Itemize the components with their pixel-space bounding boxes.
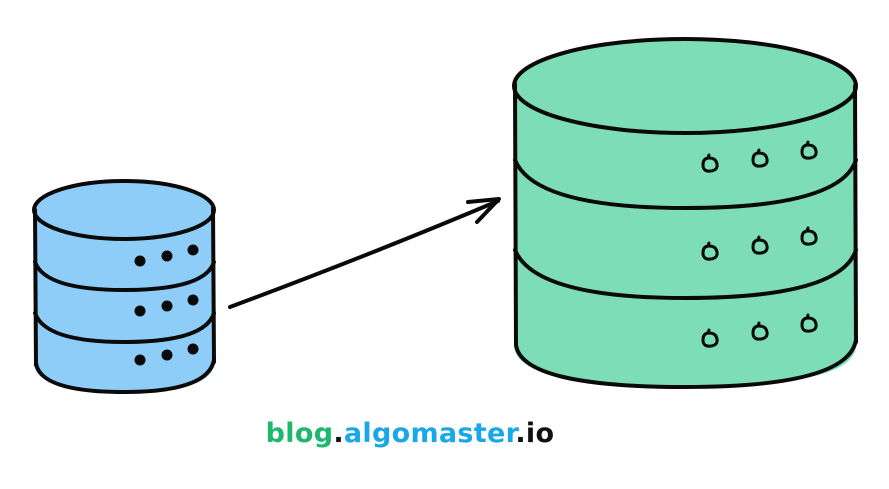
indicator-lights-small-layer-3: [134, 343, 199, 366]
large-database-icon: [512, 37, 858, 389]
indicator-lights-large-layer-1: [701, 140, 818, 173]
indicator-lights-large-layer-2: [701, 226, 818, 261]
indicator-lights-large-layer-3: [701, 313, 818, 348]
arrow-icon: [228, 197, 501, 309]
watermark-dot-1: .: [333, 418, 344, 449]
watermark: blog.algomaster.io: [0, 418, 820, 449]
indicator-lights-small-layer-1: [134, 244, 199, 267]
watermark-part-io: io: [525, 418, 555, 449]
small-database-icon: [32, 179, 216, 394]
watermark-dot-2: .: [515, 418, 526, 449]
watermark-part-algomaster: algomaster: [343, 418, 516, 449]
watermark-part-blog: blog: [265, 418, 334, 449]
indicator-lights-small-layer-2: [134, 294, 199, 317]
